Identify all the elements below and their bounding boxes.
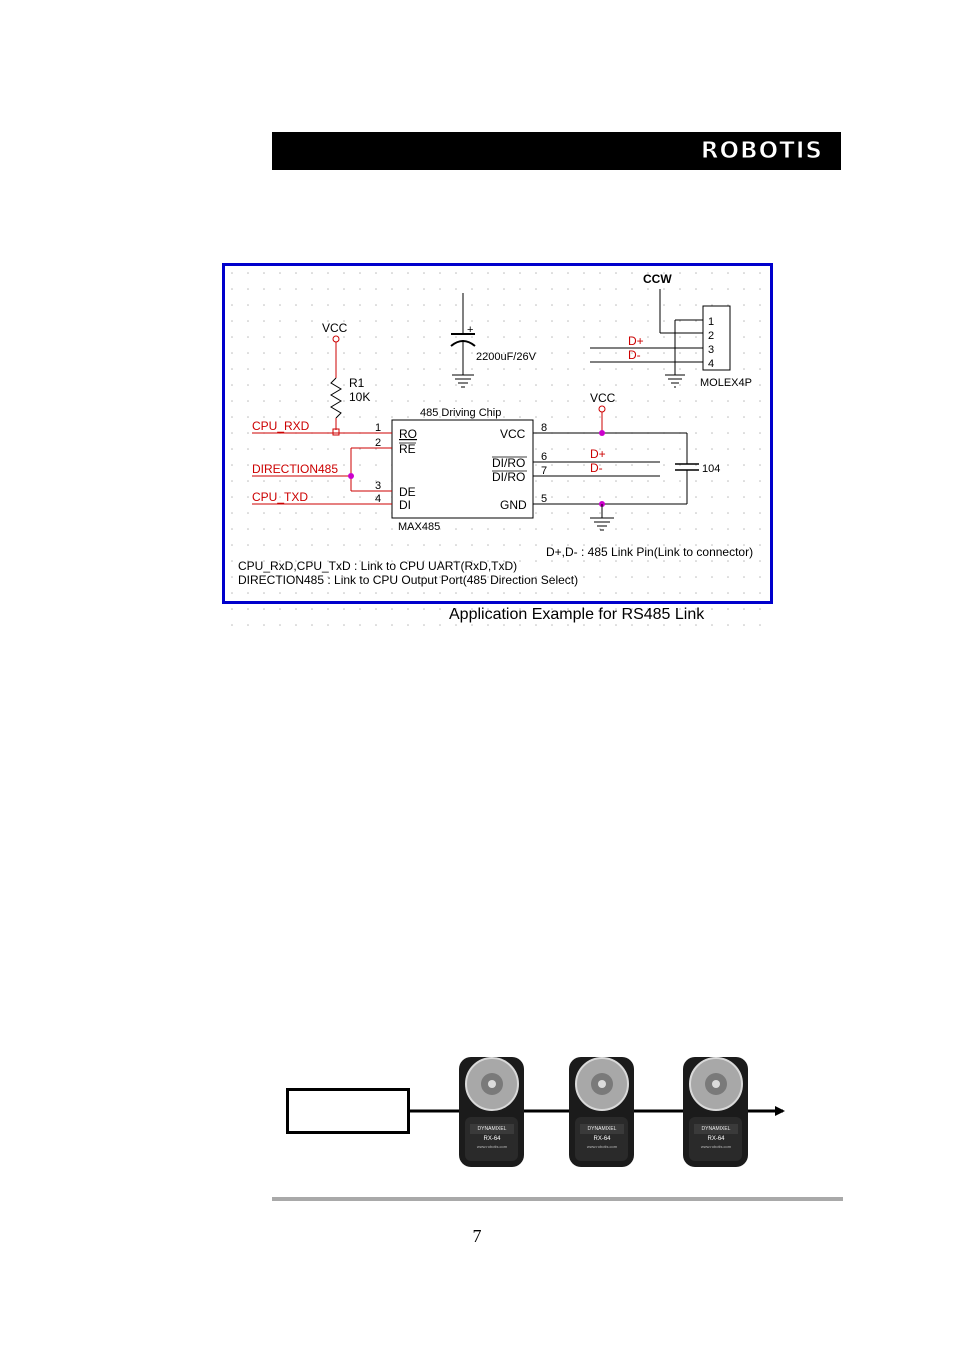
note-link-pin: D+,D- : 485 Link Pin(Link to connector) xyxy=(546,545,753,559)
capacitor-value: 2200uF/26V xyxy=(476,351,537,363)
molex-connector xyxy=(702,305,731,371)
pin-name-di-ro-1: DI/RO xyxy=(492,456,525,470)
capacitor-plus: + xyxy=(467,324,473,336)
pin-num-5: 5 xyxy=(541,493,547,505)
resistor-value: 10K xyxy=(349,390,370,404)
chip-title: 485 Driving Chip xyxy=(420,407,501,419)
vcc-left-terminal xyxy=(332,335,340,343)
header-bar: ROBOTIS xyxy=(272,132,841,170)
pin-num-1: 1 xyxy=(375,422,381,434)
controller-box xyxy=(286,1088,410,1134)
pin-name-di: DI xyxy=(399,498,411,512)
pin-num-2: 2 xyxy=(375,437,381,449)
robotis-logo: ROBOTIS xyxy=(700,138,823,165)
ground-icon xyxy=(452,374,474,388)
schematic-frame xyxy=(222,263,773,604)
vcc-right-terminal xyxy=(598,405,606,413)
figure-caption: Application Example for RS485 Link xyxy=(449,606,705,623)
servo-brand: DYNAMIXEL xyxy=(588,1126,617,1132)
pin-name-di-ro-2: DI/RO xyxy=(492,470,525,484)
max485-chip xyxy=(391,419,534,519)
note-direction: DIRECTION485 : Link to CPU Output Port(4… xyxy=(238,573,578,587)
servo-model: RX-64 xyxy=(707,1136,725,1142)
pin-num-4: 4 xyxy=(375,493,381,505)
page-number: 7 xyxy=(472,1226,482,1246)
servo-brand: DYNAMIXEL xyxy=(478,1126,507,1132)
bypass-capacitor-value: 104 xyxy=(702,463,720,475)
servo-url: www.robotis.com xyxy=(477,1144,508,1149)
servo-model: RX-64 xyxy=(483,1136,501,1142)
pin-num-7: 7 xyxy=(541,465,547,477)
servo-unit: DYNAMIXEL RX-64 www.robotis.com xyxy=(459,1057,524,1167)
resistor-icon xyxy=(330,377,342,419)
vcc-right-label: VCC xyxy=(590,391,616,405)
pin-num-8: 8 xyxy=(541,422,547,434)
signal-d-plus: D+ xyxy=(590,447,606,461)
servo-unit: DYNAMIXEL RX-64 www.robotis.com xyxy=(683,1057,748,1167)
servo-model: RX-64 xyxy=(593,1136,611,1142)
pin-name-re: RE xyxy=(399,442,416,456)
connector-pin-1: 1 xyxy=(708,316,714,328)
signal-cpu-txd: CPU_TXD xyxy=(252,490,308,504)
connector-pin-2: 2 xyxy=(708,330,714,342)
pin-name-gnd: GND xyxy=(500,498,527,512)
servo-unit: DYNAMIXEL RX-64 www.robotis.com xyxy=(569,1057,634,1167)
signal-d-minus: D- xyxy=(590,461,603,475)
vcc-left-label: VCC xyxy=(322,321,348,335)
pin-num-3: 3 xyxy=(375,480,381,492)
ground-icon xyxy=(665,374,685,388)
pin-name-de: DE xyxy=(399,485,416,499)
note-uart: CPU_RxD,CPU_TxD : Link to CPU UART(RxD,T… xyxy=(238,559,517,573)
servo-brand: DYNAMIXEL xyxy=(702,1126,731,1132)
connector-d-minus: D- xyxy=(628,348,641,362)
servo-url: www.robotis.com xyxy=(701,1144,732,1149)
connector-pin-4: 4 xyxy=(708,358,714,370)
connector-pin-3: 3 xyxy=(708,344,714,356)
pin-name-ro: RO xyxy=(399,427,417,441)
ccw-label: CCW xyxy=(643,272,672,286)
chip-part: MAX485 xyxy=(398,521,440,533)
footer-rule xyxy=(272,1197,843,1201)
connector-d-plus: D+ xyxy=(628,334,644,348)
connector-name: MOLEX4P xyxy=(700,377,752,389)
signal-cpu-rxd: CPU_RXD xyxy=(252,419,310,433)
pin-name-vcc: VCC xyxy=(500,427,526,441)
pin-num-6: 6 xyxy=(541,451,547,463)
resistor-ref: R1 xyxy=(349,376,365,390)
signal-direction485: DIRECTION485 xyxy=(252,462,338,476)
ground-icon xyxy=(590,517,614,531)
servo-url: www.robotis.com xyxy=(587,1144,618,1149)
